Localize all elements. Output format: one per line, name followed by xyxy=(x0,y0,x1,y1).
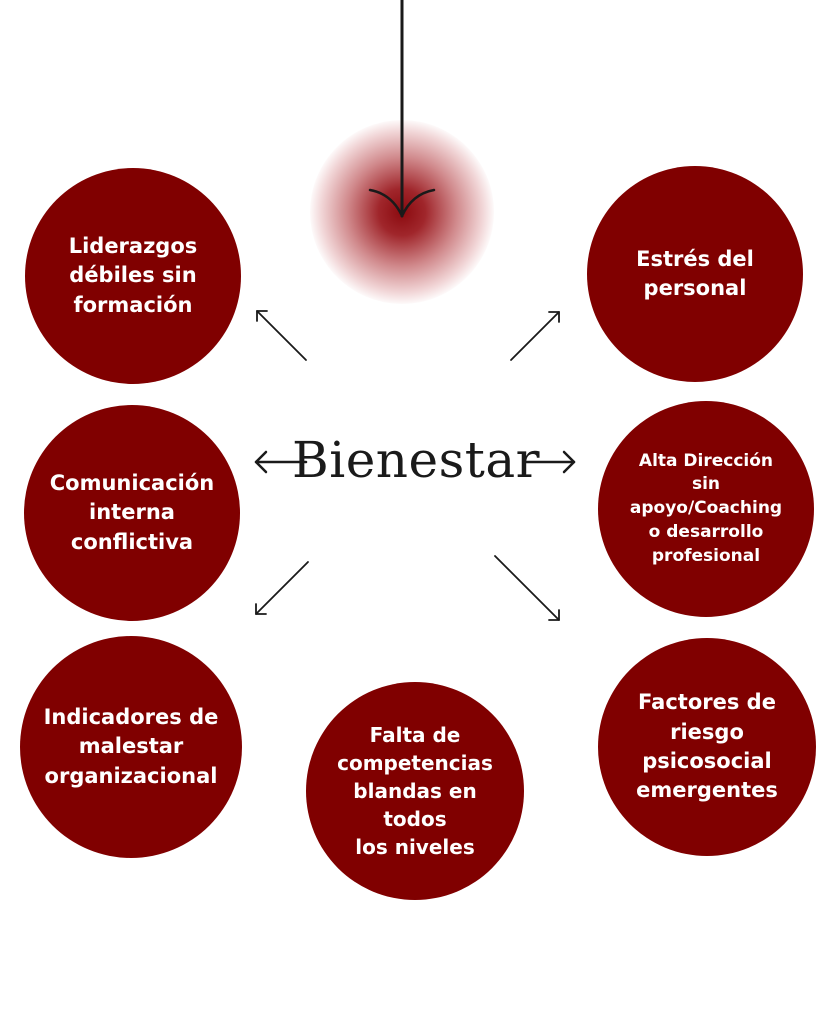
right-arrow xyxy=(522,450,576,474)
node-liderazgos: Liderazgos débiles sin formación xyxy=(25,168,241,384)
node-indicadores: Indicadores de malestar organizacional xyxy=(20,636,242,858)
node-factores-riesgo-label: Factores de riesgo psicosocial emergente… xyxy=(636,690,778,803)
node-liderazgos-label: Liderazgos débiles sin formación xyxy=(68,233,198,317)
node-factores-riesgo: Factores de riesgo psicosocial emergente… xyxy=(598,638,816,856)
node-falta-competencias: Falta de competencias blandas en todos l… xyxy=(306,682,524,900)
node-alta-direccion: Alta Dirección sin apoyo/Coaching o desa… xyxy=(598,401,814,617)
node-comunicacion-label: Comunicación interna conflictiva xyxy=(49,470,215,554)
down-left-arrow xyxy=(255,561,309,615)
up-left-arrow xyxy=(256,310,307,361)
center-label: Bienestar xyxy=(291,431,541,489)
top-down-arrow xyxy=(368,0,436,218)
up-right-arrow xyxy=(510,311,560,361)
node-indicadores-label: Indicadores de malestar organizacional xyxy=(43,704,219,788)
node-comunicacion: Comunicación interna conflictiva xyxy=(24,405,240,621)
left-arrow xyxy=(254,450,308,474)
node-estres: Estrés del personal xyxy=(587,166,803,382)
node-estres-label: Estrés del personal xyxy=(636,246,754,300)
down-right-arrow xyxy=(494,555,560,621)
node-alta-direccion-label: Alta Dirección sin apoyo/Coaching o desa… xyxy=(629,450,783,566)
node-falta-competencias-label: Falta de competencias blandas en todos l… xyxy=(337,723,493,859)
